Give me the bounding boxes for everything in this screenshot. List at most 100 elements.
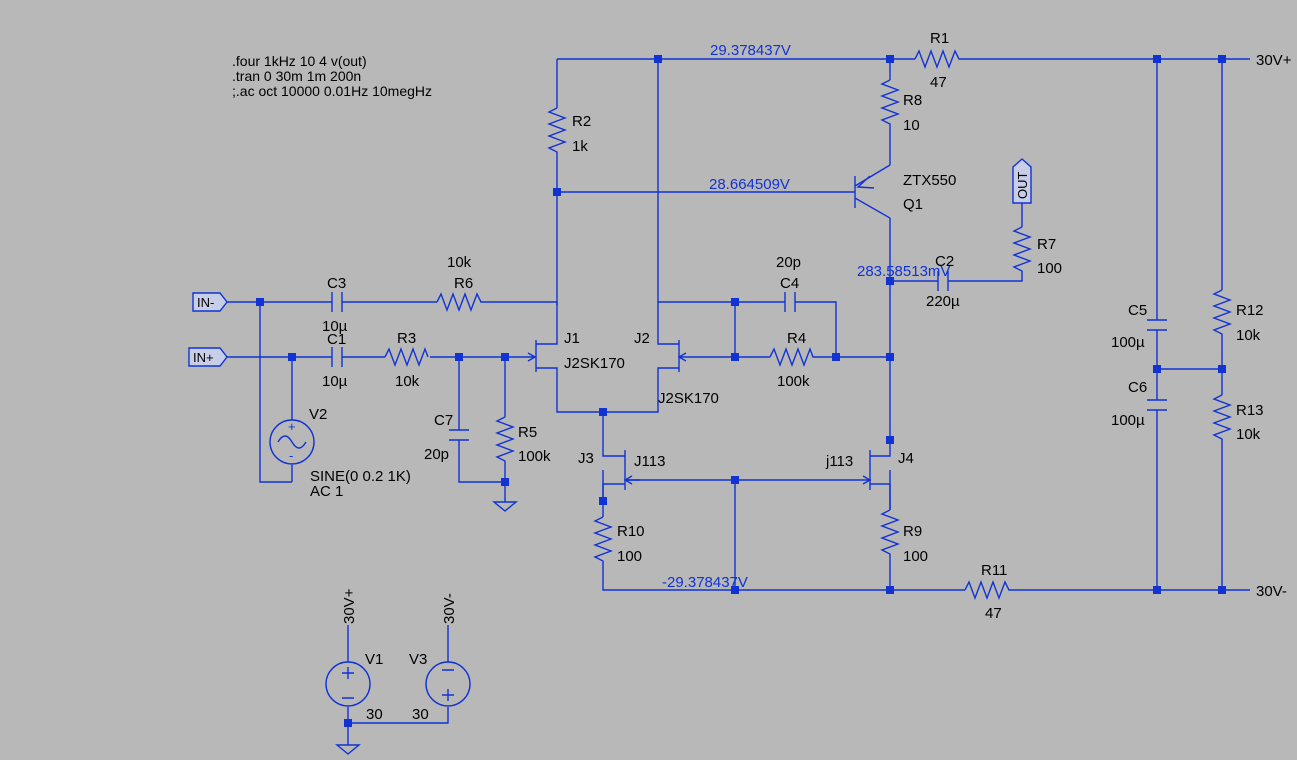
r2-ref: R2 xyxy=(572,113,591,130)
vminus-source-label: 30V- xyxy=(441,593,458,624)
resistor-r8[interactable]: R8 10 xyxy=(880,79,922,134)
r5-value: 100k xyxy=(518,448,551,465)
r1-value: 47 xyxy=(930,74,947,91)
jfet-j1[interactable]: J1 J2SK170 xyxy=(505,305,625,372)
resistor-r9[interactable]: R9 100 xyxy=(880,509,928,565)
capacitor-c3[interactable]: C3 10µ xyxy=(322,275,348,335)
vplus-label: 30V+ xyxy=(1256,52,1292,69)
resistor-r7[interactable]: R7 100 xyxy=(1012,226,1062,277)
capacitor-c5[interactable]: C5 100µ xyxy=(1111,302,1167,351)
v1-ref: V1 xyxy=(365,651,383,668)
net-label-vplus-right[interactable]: 30V+ xyxy=(1256,52,1292,69)
c4-value: 20p xyxy=(776,254,801,271)
directive-four[interactable]: .four 1kHz 10 4 v(out) xyxy=(232,53,367,69)
capacitor-c7[interactable]: C7 20p xyxy=(424,412,469,463)
c5-ref: C5 xyxy=(1128,302,1147,319)
jfet-j4[interactable]: j113 J4 xyxy=(825,440,914,510)
port-in-minus[interactable]: IN- xyxy=(192,292,228,312)
capacitor-c2[interactable]: C2 220µ xyxy=(926,253,960,310)
j2-ref: J2 xyxy=(634,330,650,347)
r13-value: 10k xyxy=(1236,426,1261,443)
vplus-source-label: 30V+ xyxy=(341,588,358,624)
r9-ref: R9 xyxy=(903,523,922,540)
r6-ref: R6 xyxy=(454,275,473,292)
resistor-r4[interactable]: R4 100k xyxy=(769,330,817,390)
r6-value: 10k xyxy=(447,254,472,271)
capacitor-c1[interactable]: C1 10µ xyxy=(322,331,348,390)
net-label-vplus-source[interactable]: 30V+ xyxy=(341,588,358,624)
vminus-label: 30V- xyxy=(1256,583,1287,600)
c3-ref: C3 xyxy=(327,275,346,292)
wires xyxy=(227,58,1250,745)
r10-ref: R10 xyxy=(617,523,645,540)
v3-value: 30 xyxy=(412,706,429,723)
resistor-r12[interactable]: R12 10k xyxy=(1212,289,1264,344)
r7-value: 100 xyxy=(1037,260,1062,277)
r3-ref: R3 xyxy=(397,330,416,347)
resistor-r13[interactable]: R13 10k xyxy=(1212,394,1264,445)
r11-ref: R11 xyxy=(981,562,1007,579)
c6-ref: C6 xyxy=(1128,379,1147,396)
v1-value: 30 xyxy=(366,706,383,723)
c1-ref: C1 xyxy=(327,331,346,348)
port-in-plus[interactable]: IN+ xyxy=(188,347,228,367)
c3-value: 10µ xyxy=(322,318,348,335)
voltage-readouts: 29.378437V 28.664509V 283.58513mV -29.37… xyxy=(662,42,950,591)
jfet-j3[interactable]: J113 J3 xyxy=(578,450,665,497)
resistor-r2[interactable]: R2 1k xyxy=(547,107,591,158)
c6-value: 100µ xyxy=(1111,412,1145,429)
resistor-r11[interactable]: R11 47 xyxy=(964,562,1015,622)
net-label-vminus-right[interactable]: 30V- xyxy=(1256,583,1287,600)
capacitor-c4[interactable]: 20p C4 xyxy=(776,254,801,312)
jfet-j2[interactable]: J2 J2SK170 xyxy=(634,305,719,407)
c2-value: 220µ xyxy=(926,293,960,310)
v2-value: SINE(0 0.2 1K) xyxy=(310,468,411,485)
r8-value: 10 xyxy=(903,117,920,134)
resistor-r1[interactable]: R1 47 xyxy=(914,30,965,91)
spice-directives[interactable]: .four 1kHz 10 4 v(out) .tran 0 30m 1m 20… xyxy=(232,53,432,99)
c2-ref: C2 xyxy=(935,253,954,270)
ground-symbol xyxy=(335,744,361,755)
source-v2[interactable]: + - V2 SINE(0 0.2 1K) AC 1 xyxy=(269,406,411,500)
net-label-vminus-source[interactable]: 30V- xyxy=(441,593,458,624)
c1-value: 10µ xyxy=(322,373,348,390)
c4-ref: C4 xyxy=(780,275,799,292)
r4-ref: R4 xyxy=(787,330,806,347)
j1-value: J2SK170 xyxy=(564,355,625,372)
r3-value: 10k xyxy=(395,373,420,390)
r12-ref: R12 xyxy=(1236,302,1264,319)
source-v3[interactable]: V3 30 xyxy=(409,651,471,723)
resistor-r6[interactable]: 10k R6 xyxy=(436,254,487,312)
r8-ref: R8 xyxy=(903,92,922,109)
directive-ac[interactable]: ;.ac oct 10000 0.01Hz 10megHz xyxy=(232,83,432,99)
probe-bottom-rail: -29.378437V xyxy=(662,574,748,591)
directive-tran[interactable]: .tran 0 30m 1m 200n xyxy=(232,68,361,84)
j1-ref: J1 xyxy=(564,330,580,347)
source-v1[interactable]: V1 30 xyxy=(325,651,383,723)
j2-value: J2SK170 xyxy=(658,390,719,407)
c5-value: 100µ xyxy=(1111,334,1145,351)
r13-ref: R13 xyxy=(1236,402,1264,419)
port-in-minus-label: IN- xyxy=(197,295,214,310)
v3-ref: V3 xyxy=(409,651,427,668)
r12-value: 10k xyxy=(1236,327,1261,344)
ground-symbol xyxy=(492,501,518,512)
probe-top-rail: 29.378437V xyxy=(710,42,791,59)
probe-output-node: 283.58513mV xyxy=(857,263,950,280)
resistor-r5[interactable]: R5 100k xyxy=(495,416,551,465)
svg-text:+: + xyxy=(288,419,296,434)
transistor-q1[interactable]: ZTX550 Q1 xyxy=(854,164,956,219)
port-out[interactable]: OUT xyxy=(1012,158,1032,204)
r7-ref: R7 xyxy=(1037,236,1056,253)
resistor-r3[interactable]: R3 10k xyxy=(384,330,429,390)
r9-value: 100 xyxy=(903,548,928,565)
junction-dots xyxy=(256,55,1226,727)
resistor-r10[interactable]: R10 100 xyxy=(593,516,645,567)
port-in-plus-label: IN+ xyxy=(193,350,214,365)
j4-ref: J4 xyxy=(898,450,914,467)
capacitor-c6[interactable]: C6 100µ xyxy=(1111,379,1167,429)
r11-value: 47 xyxy=(985,605,1002,622)
c7-value: 20p xyxy=(424,446,449,463)
j3-value: J113 xyxy=(634,453,665,470)
